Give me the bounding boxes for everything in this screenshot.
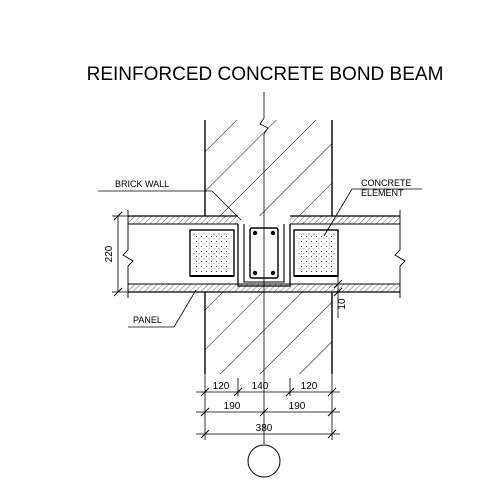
panel-label: PANEL (133, 315, 162, 325)
concrete-element-callout: CONCRETE ELEMENT (323, 178, 422, 237)
bond-beam-channel (237, 224, 291, 287)
rebar-bottom-right (270, 270, 276, 276)
grid-axis-bubble (247, 444, 281, 478)
dimension-220: 220 (104, 211, 128, 297)
dim-120-right: 120 (301, 381, 318, 392)
dim-190-right: 190 (289, 401, 306, 412)
concrete-element-left (189, 229, 235, 277)
dim-120-left: 120 (213, 381, 230, 392)
rebar-bottom-left (252, 270, 258, 276)
brick-wall-callout: BRICK WALL (98, 179, 242, 221)
rebar-top-right (270, 230, 276, 236)
dim-380: 380 (256, 423, 273, 434)
dim-10-text: 10 (337, 298, 348, 310)
horizontal-dimensions: 120 140 120 190 190 380 (196, 374, 340, 440)
concrete-label-line2: ELEMENT (361, 188, 404, 198)
concrete-label-line1: CONCRETE (361, 178, 412, 188)
rebar-top-left (252, 230, 258, 236)
dim-140: 140 (252, 381, 269, 392)
drawing-title: REINFORCED CONCRETE BOND BEAM (87, 64, 444, 85)
concrete-element-right (293, 229, 339, 277)
dim-220-text: 220 (104, 245, 115, 262)
dimension-10: 10 (333, 270, 348, 318)
dim-190-left: 190 (224, 401, 241, 412)
upper-brick-wall (204, 120, 333, 216)
panel-callout: PANEL (128, 289, 197, 328)
panel-slab (128, 215, 400, 293)
slab-break-lines (122, 210, 406, 298)
lower-brick-wall (204, 292, 333, 374)
brick-wall-label: BRICK WALL (115, 179, 169, 189)
